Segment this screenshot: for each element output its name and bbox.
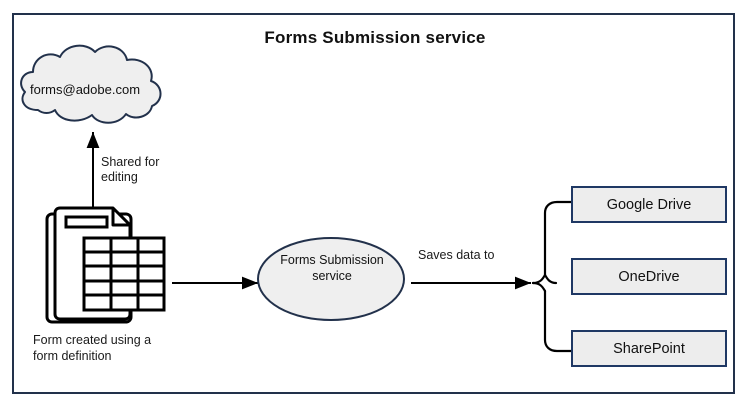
destination-box-onedrive[interactable]: OneDrive (571, 258, 727, 295)
form-caption-line1: Form created using a (33, 333, 152, 347)
destination-box-google-drive[interactable]: Google Drive (571, 186, 727, 223)
service-label-line2: service (312, 269, 352, 283)
destination-label: SharePoint (613, 340, 685, 357)
shared-line1: Shared for (101, 155, 160, 169)
destination-label: Google Drive (606, 196, 692, 213)
document-stack-icon (45, 206, 166, 324)
shared-line2: editing (101, 170, 138, 184)
service-label-line1: Forms Submission (280, 253, 384, 267)
cloud-label: forms@adobe.com (30, 82, 141, 97)
destination-brace (531, 200, 573, 353)
destination-box-sharepoint[interactable]: SharePoint (571, 330, 727, 367)
edge-label-saves-data-to: Saves data to (418, 248, 495, 262)
service-node-label: Forms Submission service (262, 252, 402, 284)
form-caption-line2: form definition (33, 348, 112, 363)
service-ellipse (257, 237, 405, 321)
destination-label: OneDrive (618, 268, 680, 285)
page-title: Forms Submission service (264, 28, 486, 47)
cloud-icon (20, 44, 162, 124)
